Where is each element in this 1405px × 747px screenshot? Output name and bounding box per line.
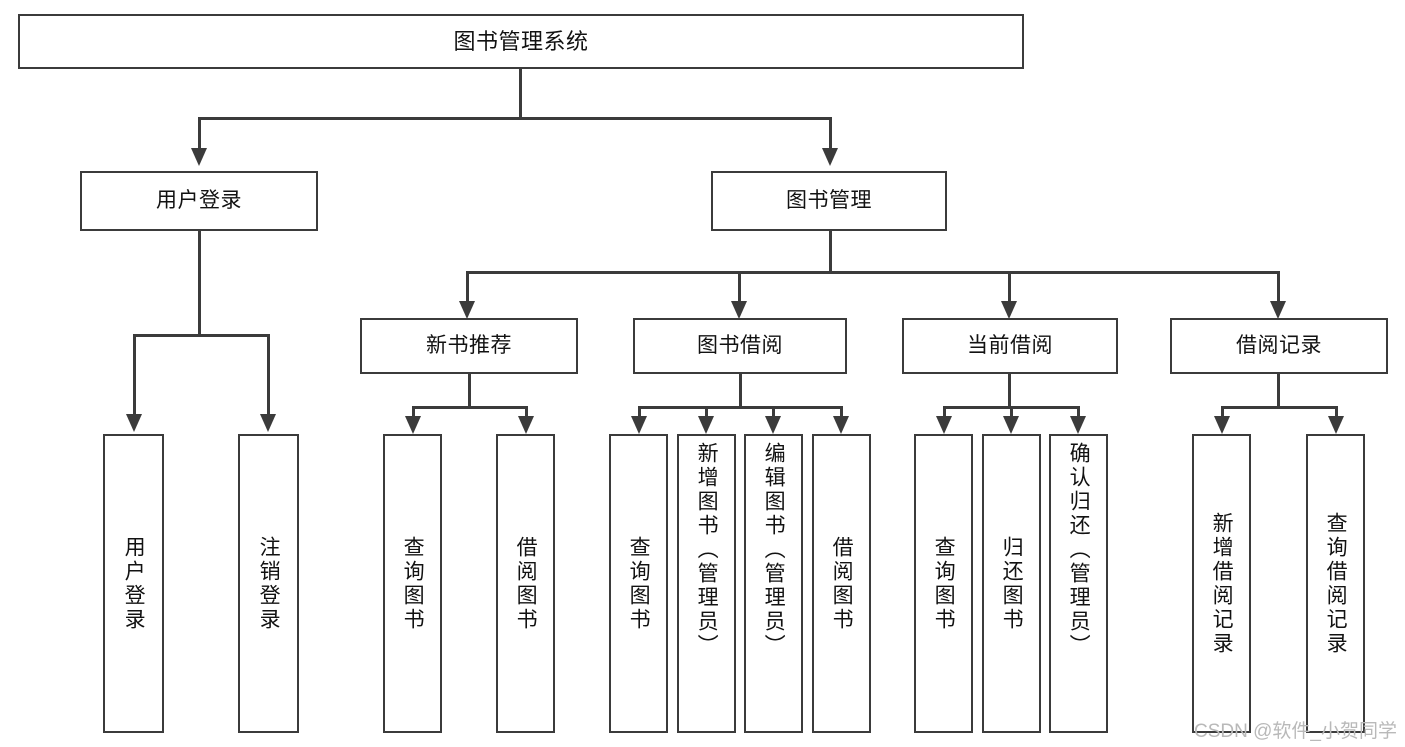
leaf-borrow-book-borrow[interactable]: 借阅图书 bbox=[812, 434, 871, 733]
leaf-query-book-borrow[interactable]: 查询图书 bbox=[609, 434, 668, 733]
connector-root-bus bbox=[198, 117, 832, 120]
connector-book-management-stem bbox=[829, 231, 832, 271]
arrowhead-leaf-user-login bbox=[126, 414, 142, 432]
connector-cb-leaf-1 bbox=[943, 406, 946, 418]
arrowhead-leaf-borrow-book-nbr bbox=[518, 416, 534, 434]
connector-bb-stem bbox=[739, 374, 742, 406]
arrowhead-leaf-borrow-book-bb bbox=[833, 416, 849, 434]
connector-user-login-leaf-1 bbox=[133, 334, 136, 416]
node-label: 图书借阅 bbox=[697, 333, 783, 357]
connector-bm-to-new-book bbox=[466, 271, 469, 303]
leaf-confirm-return-admin[interactable]: 确认归还（管理员） bbox=[1049, 434, 1108, 733]
node-borrow-record[interactable]: 借阅记录 bbox=[1170, 318, 1388, 374]
leaf-add-borrow-record[interactable]: 新增借阅记录 bbox=[1192, 434, 1251, 733]
connector-bb-leaf-4 bbox=[840, 406, 843, 418]
connector-nbr-bus bbox=[412, 406, 528, 409]
leaf-logout[interactable]: 注销登录 bbox=[238, 434, 299, 733]
leaf-query-borrow-record[interactable]: 查询借阅记录 bbox=[1306, 434, 1365, 733]
arrowhead-user-login bbox=[191, 148, 207, 166]
node-label: 借阅图书 bbox=[830, 535, 854, 632]
node-root-book-management-system[interactable]: 图书管理系统 bbox=[18, 14, 1024, 69]
arrowhead-leaf-query-book-cb bbox=[936, 416, 952, 434]
node-label: 用户登录 bbox=[122, 535, 146, 632]
arrowhead-leaf-add-book bbox=[698, 416, 714, 434]
connector-nbr-leaf-1 bbox=[412, 406, 415, 418]
arrowhead-leaf-query-record bbox=[1328, 416, 1344, 434]
connector-user-login-bus bbox=[133, 334, 270, 337]
node-label: 新书推荐 bbox=[426, 333, 512, 357]
connector-bm-to-book-borrow bbox=[738, 271, 741, 303]
leaf-user-login[interactable]: 用户登录 bbox=[103, 434, 164, 733]
node-label: 编辑图书（管理员） bbox=[762, 442, 786, 658]
leaf-return-book[interactable]: 归还图书 bbox=[982, 434, 1041, 733]
connector-cb-leaf-3 bbox=[1077, 406, 1080, 418]
arrowhead-book-management bbox=[822, 148, 838, 166]
node-label: 查询图书 bbox=[627, 535, 651, 632]
leaf-query-book-recommend[interactable]: 查询图书 bbox=[383, 434, 442, 733]
connector-nbr-leaf-2 bbox=[525, 406, 528, 418]
connector-br-stem bbox=[1277, 374, 1280, 406]
arrowhead-leaf-edit-book bbox=[765, 416, 781, 434]
leaf-borrow-book-recommend[interactable]: 借阅图书 bbox=[496, 434, 555, 733]
arrowhead-leaf-confirm-return bbox=[1070, 416, 1086, 434]
node-label: 借阅图书 bbox=[514, 535, 538, 632]
connector-br-leaf-2 bbox=[1335, 406, 1338, 418]
connector-bb-leaf-2 bbox=[705, 406, 708, 418]
node-new-book-recommend[interactable]: 新书推荐 bbox=[360, 318, 578, 374]
connector-bb-bus bbox=[638, 406, 843, 409]
node-book-borrow[interactable]: 图书借阅 bbox=[633, 318, 847, 374]
connector-br-bus bbox=[1221, 406, 1338, 409]
node-book-management[interactable]: 图书管理 bbox=[711, 171, 947, 231]
node-label: 确认归还（管理员） bbox=[1067, 442, 1091, 658]
arrowhead-leaf-logout bbox=[260, 414, 276, 432]
node-label: 图书管理 bbox=[786, 188, 872, 212]
node-label: 借阅记录 bbox=[1236, 333, 1322, 357]
node-label: 查询图书 bbox=[932, 535, 956, 632]
arrowhead-new-book-recommend bbox=[459, 301, 475, 319]
node-label: 查询借阅记录 bbox=[1324, 511, 1348, 656]
connector-nbr-stem bbox=[468, 374, 471, 406]
leaf-edit-book-admin[interactable]: 编辑图书（管理员） bbox=[744, 434, 803, 733]
node-label: 新增图书（管理员） bbox=[695, 442, 719, 658]
connector-bm-to-current-borrow bbox=[1008, 271, 1011, 303]
node-label: 新增借阅记录 bbox=[1210, 511, 1234, 656]
node-user-login[interactable]: 用户登录 bbox=[80, 171, 318, 231]
connector-book-management-bus bbox=[466, 271, 1280, 274]
leaf-query-book-current[interactable]: 查询图书 bbox=[914, 434, 973, 733]
node-label: 查询图书 bbox=[401, 535, 425, 632]
leaf-add-book-admin[interactable]: 新增图书（管理员） bbox=[677, 434, 736, 733]
csdn-watermark: CSDN @软件_小贺同学 bbox=[1194, 721, 1397, 742]
connector-user-login-leaf-2 bbox=[267, 334, 270, 416]
arrowhead-leaf-query-book-bb bbox=[631, 416, 647, 434]
connector-root-stem bbox=[519, 69, 522, 117]
connector-root-to-user-login bbox=[198, 117, 201, 150]
connector-bb-leaf-3 bbox=[772, 406, 775, 418]
connector-cb-stem bbox=[1008, 374, 1011, 406]
node-label: 图书管理系统 bbox=[453, 28, 589, 54]
connector-cb-leaf-2 bbox=[1010, 406, 1013, 418]
node-label: 当前借阅 bbox=[967, 333, 1053, 357]
node-current-borrow[interactable]: 当前借阅 bbox=[902, 318, 1118, 374]
connector-bb-leaf-1 bbox=[638, 406, 641, 418]
arrowhead-leaf-add-record bbox=[1214, 416, 1230, 434]
connector-bm-to-borrow-record bbox=[1277, 271, 1280, 303]
connector-user-login-stem bbox=[198, 231, 201, 334]
node-label: 用户登录 bbox=[156, 188, 242, 212]
connector-root-to-book-management bbox=[829, 117, 832, 150]
connector-br-leaf-1 bbox=[1221, 406, 1224, 418]
node-label: 注销登录 bbox=[257, 535, 281, 632]
arrowhead-leaf-query-book-nbr bbox=[405, 416, 421, 434]
arrowhead-leaf-return-book bbox=[1003, 416, 1019, 434]
arrowhead-borrow-record bbox=[1270, 301, 1286, 319]
node-label: 归还图书 bbox=[1000, 535, 1024, 632]
arrowhead-book-borrow bbox=[731, 301, 747, 319]
arrowhead-current-borrow bbox=[1001, 301, 1017, 319]
